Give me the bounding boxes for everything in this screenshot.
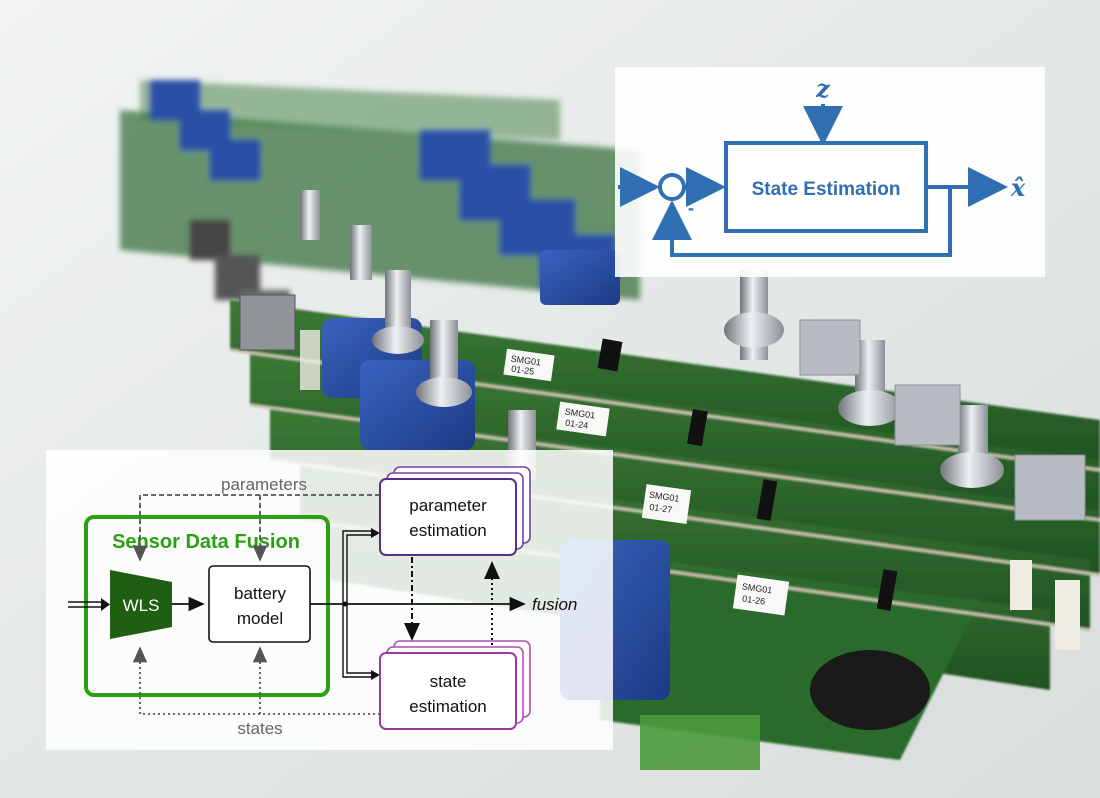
parameters-feedback-line: [132, 494, 380, 562]
svg-text:01-26: 01-26: [742, 593, 766, 606]
battery-model-label-line1: battery: [234, 584, 286, 603]
input-arrowhead: [101, 598, 110, 611]
estimated-state-label: x̂: [1010, 173, 1026, 202]
sensor-fusion-diagram: Sensor Data Fusion WLS battery model fus…: [46, 450, 613, 750]
parameter-estimation-block: [379, 478, 517, 556]
fusion-label: fusion: [532, 595, 577, 614]
state-estimation-block: [379, 652, 517, 730]
measurement-z-label: z: [815, 74, 831, 103]
parameter-estimation-label-line2: estimation: [409, 521, 486, 540]
svg-text:01-25: 01-25: [511, 364, 535, 377]
wls-block: [110, 570, 172, 639]
branch-to-parameter-b: [346, 534, 372, 604]
svg-text:SMG01: SMG01: [510, 353, 542, 367]
svg-text:SMG01: SMG01: [741, 581, 773, 595]
states-feedback-line: [132, 646, 380, 715]
svg-text:01-27: 01-27: [649, 502, 673, 515]
branch-to-state-b: [346, 604, 372, 674]
branch-to-state-a: [342, 604, 372, 678]
parameters-label: parameters: [221, 475, 307, 494]
state-estimation-label-line1: state: [430, 672, 467, 691]
svg-text:01-24: 01-24: [565, 418, 589, 431]
branch-to-state-arrowhead: [371, 670, 380, 680]
sensor-data-fusion-group: [84, 515, 330, 697]
summing-junction: [658, 173, 686, 201]
feedback-sign: -: [688, 198, 694, 218]
branch-to-parameter-arrowhead: [371, 528, 380, 538]
branch-to-parameter-a: [342, 530, 372, 604]
battery-model-block: [208, 565, 311, 643]
feedback-loop: [652, 187, 952, 257]
svg-text:SMG01: SMG01: [564, 406, 596, 420]
battery-model-label-line2: model: [237, 609, 283, 628]
sensor-data-fusion-title: Sensor Data Fusion: [112, 531, 300, 553]
states-label: states: [237, 719, 282, 738]
state-estimation-block-label: State Estimation: [752, 179, 901, 200]
svg-text:SMG01: SMG01: [648, 490, 680, 504]
state-estimation-label-line2: estimation: [409, 697, 486, 716]
wls-label: WLS: [123, 596, 160, 615]
state-estimation-diagram: z - State Estimation x̂: [615, 67, 1045, 277]
parameter-estimation-label-line1: parameter: [409, 496, 487, 515]
branch-point: [342, 601, 348, 607]
